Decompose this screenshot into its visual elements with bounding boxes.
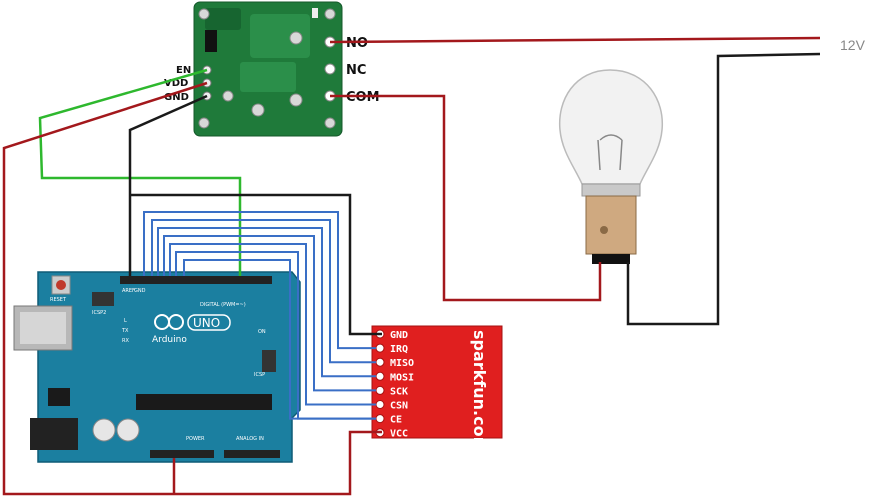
spi-wire-4: [163, 235, 376, 392]
analog-label: ANALOG IN: [236, 436, 264, 442]
arduino-uno-board: RESET ICSP2 DIGITAL (PWM=~) AREF GND UNO…: [13, 271, 301, 463]
nrf-pin-irq: [375, 343, 385, 353]
regulator: [48, 388, 70, 406]
reset-label: RESET: [50, 297, 67, 303]
relay-label-nc: NC: [346, 63, 366, 78]
capacitor-1: [92, 418, 116, 442]
power-jack: [30, 418, 78, 450]
svg-text:ICSP: ICSP: [254, 372, 265, 378]
relay-label-vdd: VDD: [164, 78, 188, 89]
on-label: ON: [258, 329, 266, 335]
digital-header: [120, 276, 272, 284]
svg-text:ICSP2: ICSP2: [92, 310, 106, 316]
nrf-label-gnd: GND: [390, 330, 408, 341]
nrf-pin-sck: [375, 385, 385, 395]
light-bulb: [558, 69, 664, 264]
aref-label: AREF: [122, 288, 135, 294]
supply-voltage-label: 12V: [840, 37, 866, 53]
wire-vdd-red: [2, 81, 382, 496]
spi-wire-7: [183, 259, 376, 420]
spi-wire-5: [169, 243, 376, 406]
wire-12v-gnd-to-bulb: [626, 52, 821, 326]
relay-label-en: EN: [176, 65, 191, 76]
icsp2-header: ICSP2: [92, 292, 114, 316]
sparkfun-brand: sparkfun.com: [470, 330, 489, 453]
digital-label: DIGITAL (PWM=~): [200, 302, 246, 308]
nrf-pin-mosi: [375, 371, 385, 381]
spi-wire-2: [151, 219, 376, 364]
capacitor-2: [116, 418, 140, 442]
nrf-label-sck: SCK: [390, 386, 408, 397]
wire-gnd-black: [128, 94, 382, 336]
relay-module: EN VDD GND NO NC COM: [164, 1, 380, 137]
nrf-pin-ce: [375, 414, 385, 424]
power-label: POWER: [186, 436, 205, 442]
nrf-label-mosi: MOSI: [390, 372, 414, 383]
gnd-header-label: GND: [134, 288, 146, 294]
nrf24-module: GND IRQ MISO MOSI SCK CSN CE VCC sparkfun.com: [371, 325, 503, 453]
spi-wires-blue: [143, 211, 376, 420]
relay-label-gnd: GND: [164, 92, 189, 103]
nrf-label-miso: MISO: [390, 358, 414, 369]
analog-header: [224, 450, 280, 458]
arduino-logo-text: Arduino: [152, 335, 187, 345]
relay-terminal-nc: [324, 63, 336, 75]
atmega-chip: [136, 394, 272, 410]
rx-label: RX: [122, 338, 129, 344]
nrf-pin-miso: [375, 357, 385, 367]
nrf-label-csn: CSN: [390, 401, 408, 412]
spi-wire-1: [143, 211, 376, 350]
power-header: [150, 450, 214, 458]
nrf-label-vcc: VCC: [390, 429, 408, 440]
nrf-label-irq: IRQ: [390, 344, 408, 355]
arduino-logo: UNO Arduino: [152, 314, 231, 345]
wire-en-green: [38, 68, 242, 276]
wire-com-to-bulb: [330, 94, 602, 302]
tx-label: TX: [121, 328, 129, 334]
nrf-pin-csn: [375, 400, 385, 409]
nrf-label-ce: CE: [390, 415, 402, 426]
relay-label-com: COM: [346, 90, 380, 105]
arduino-model: UNO: [193, 316, 220, 330]
icsp-header: ICSP: [254, 350, 276, 378]
wire-12v-to-no: [329, 36, 821, 44]
relay-label-no: NO: [346, 36, 368, 51]
l-label: L: [124, 318, 127, 324]
spi-wire-3: [157, 227, 376, 378]
